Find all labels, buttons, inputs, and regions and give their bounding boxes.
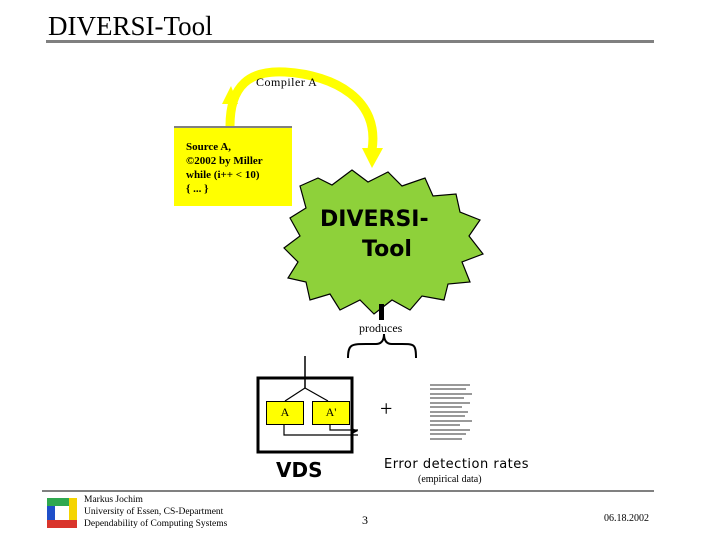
footer-date: 06.18.2002	[604, 513, 649, 524]
version-a-label: A	[280, 405, 290, 419]
footer-divider	[42, 490, 654, 492]
compiler-arrow-head-bottom	[362, 148, 383, 168]
tool-label: DIVERSI- Tool	[320, 205, 429, 265]
source-line: { ... }	[186, 183, 209, 195]
footer-author: Markus Jochim University of Essen, CS-De…	[84, 494, 227, 530]
error-rates-label: Error detection rates	[384, 457, 530, 472]
university-logo	[47, 498, 77, 528]
tool-connector	[379, 304, 384, 320]
vds-label: VDS	[276, 458, 323, 482]
error-rates-table	[430, 384, 472, 440]
source-line: while (i++ < 10)	[186, 169, 260, 181]
compiler-arrow	[225, 67, 378, 151]
plus-sign: +	[380, 396, 393, 421]
compiler-arrow-head-top	[222, 86, 238, 104]
tool-label-line-1: DIVERSI-	[320, 207, 429, 232]
footer-author-line: Markus Jochim	[84, 495, 143, 505]
source-line: Source A,	[186, 141, 232, 153]
produces-brace	[347, 333, 417, 359]
empirical-data-label: (empirical data)	[418, 474, 482, 485]
produces-label: produces	[359, 321, 403, 335]
source-code-box	[174, 128, 292, 206]
version-a-box: A	[266, 401, 304, 425]
source-code-text: Source A, ©2002 by Miller while (i++ < 1…	[186, 140, 263, 196]
tool-label-line-2: Tool	[362, 237, 412, 262]
slide-title: DIVERSI-Tool	[48, 11, 213, 41]
footer-author-line: Dependability of Computing Systems	[84, 519, 228, 529]
vds-output-line	[283, 423, 358, 436]
version-a-prime-label: A'	[325, 405, 337, 419]
vds-fork-right	[304, 387, 329, 402]
vds-output-line-2	[329, 423, 358, 431]
version-a-prime-box: A'	[312, 401, 350, 425]
compiler-label: Compiler A	[256, 75, 318, 89]
tool-splat	[283, 169, 484, 315]
title-divider	[46, 40, 654, 43]
footer-author-line: University of Essen, CS-Department	[84, 507, 224, 517]
vds-fork-left	[284, 387, 306, 402]
page-number: 3	[362, 513, 368, 527]
source-line: ©2002 by Miller	[186, 155, 263, 167]
vds-output-arrow	[352, 428, 358, 434]
